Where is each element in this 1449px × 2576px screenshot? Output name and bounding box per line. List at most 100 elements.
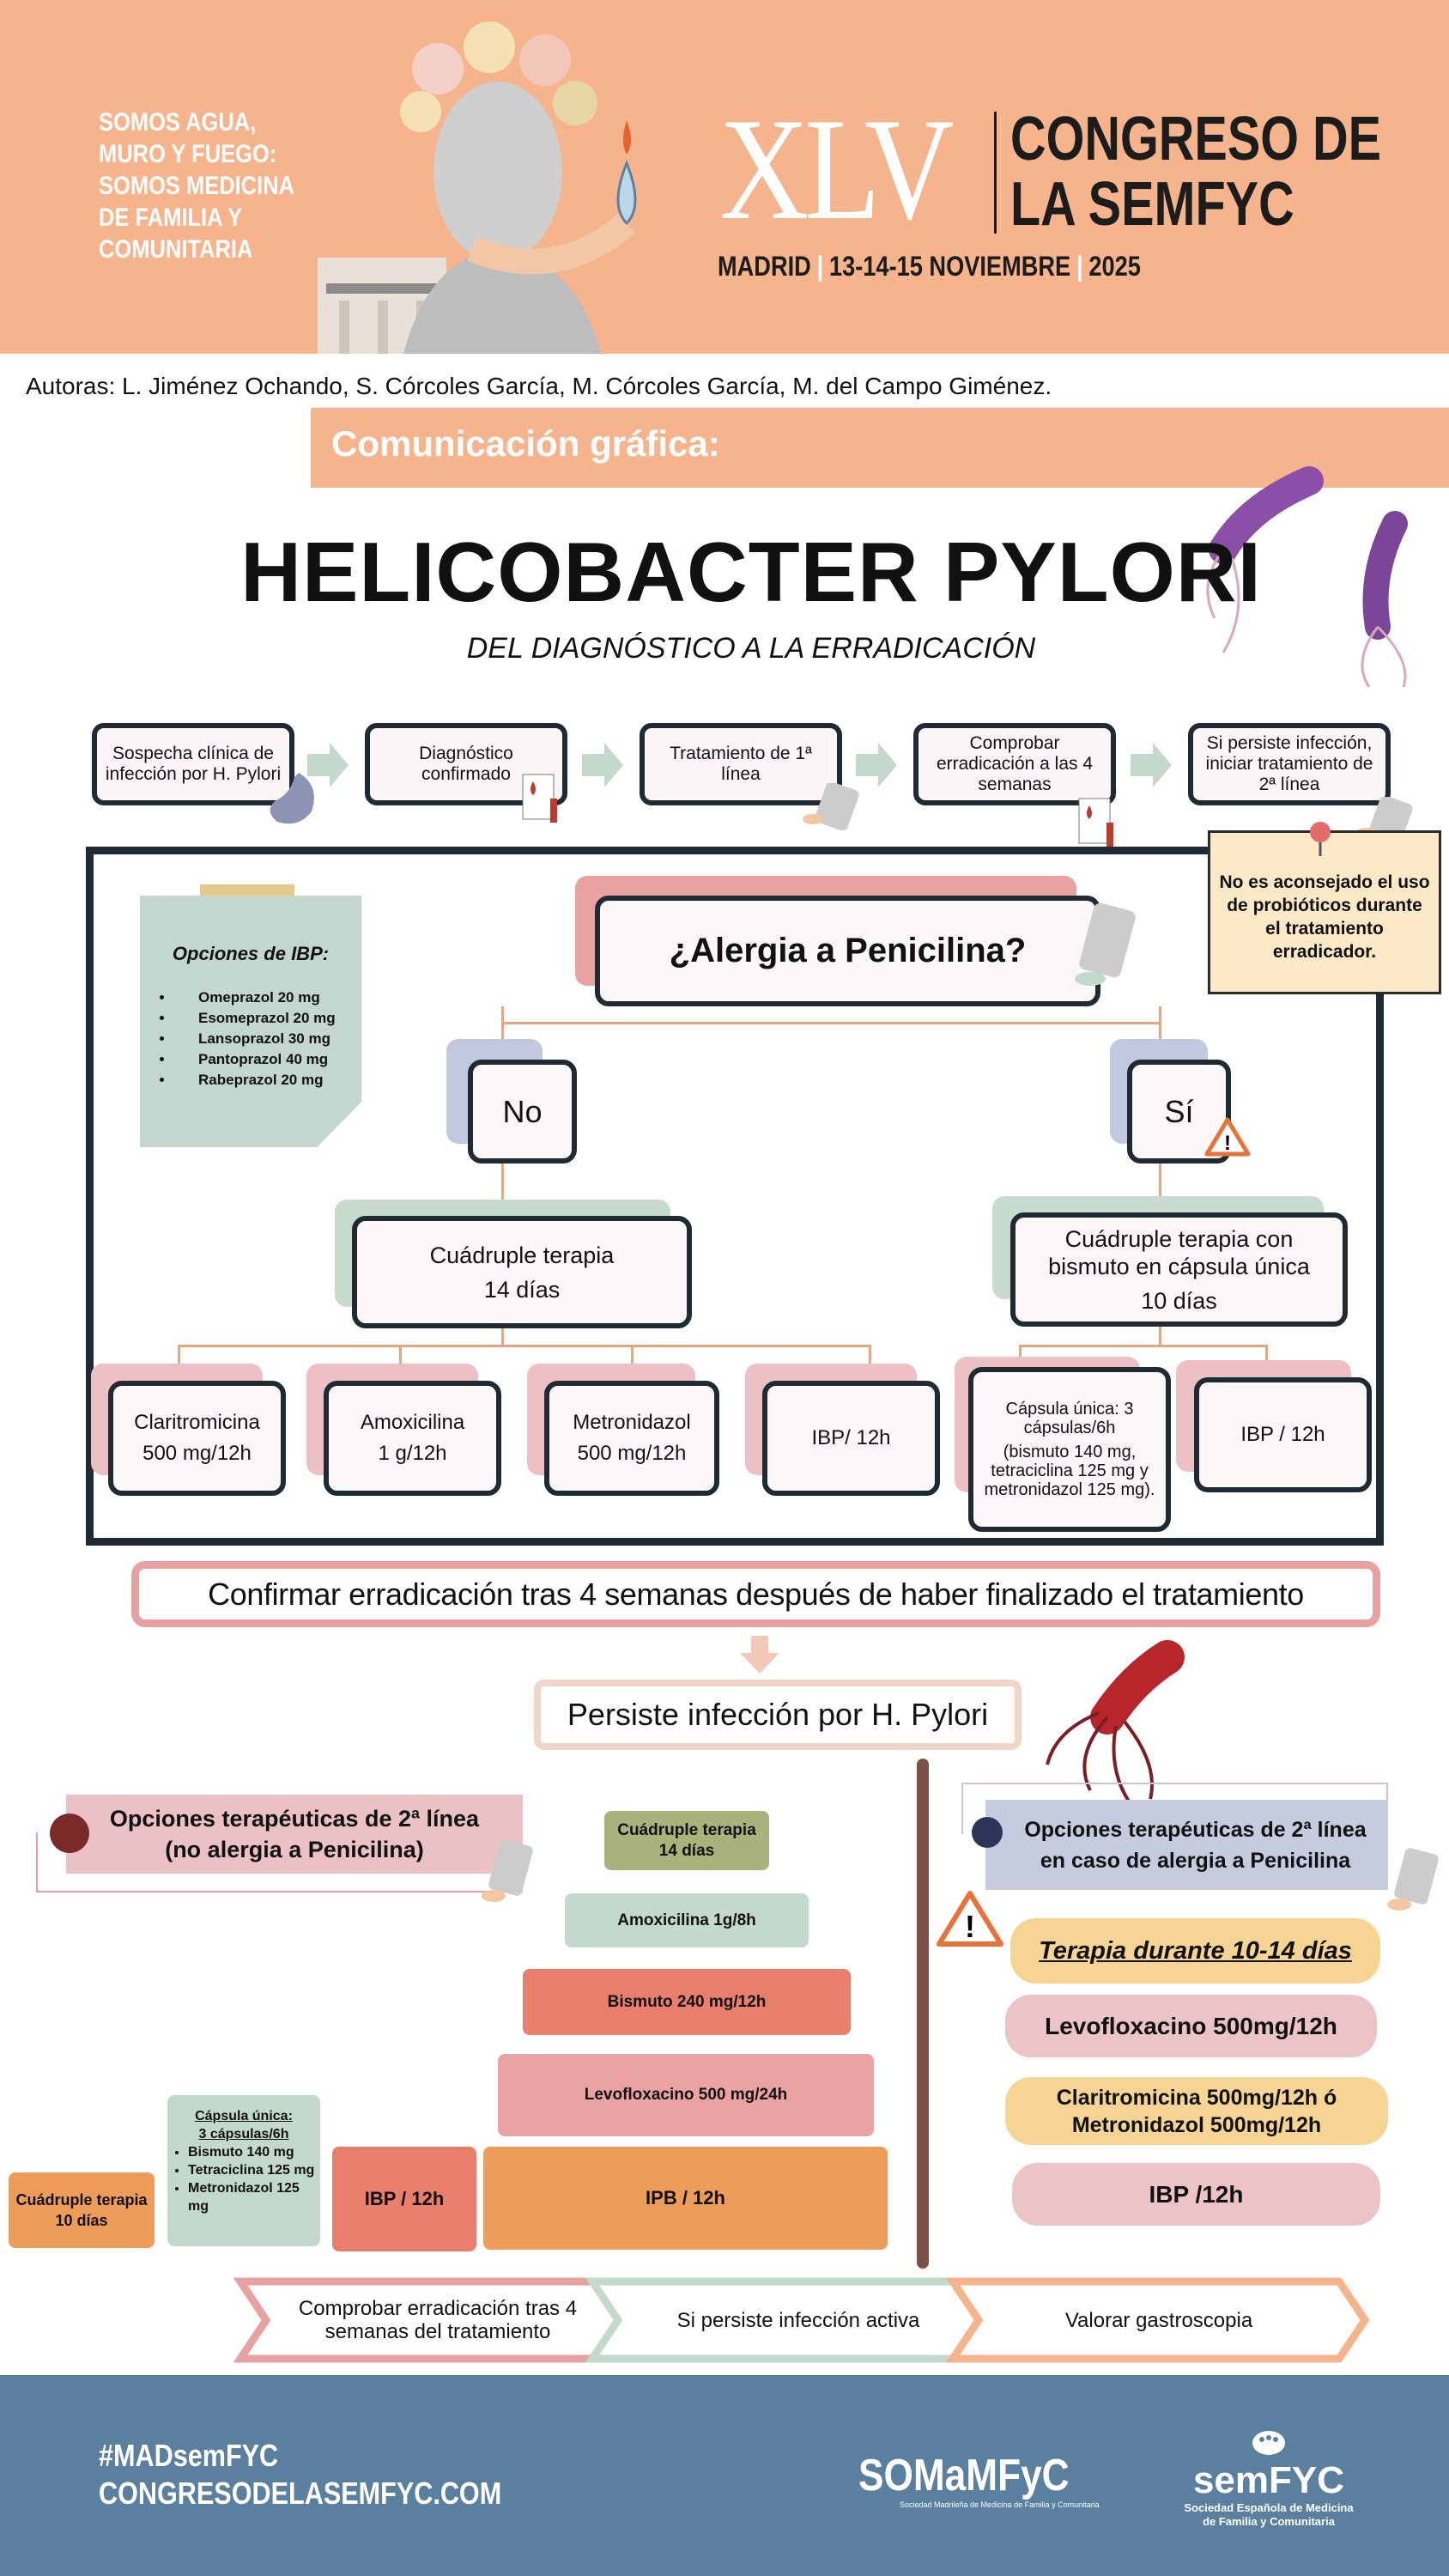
slogan-line: SOMOS MEDICINA	[99, 172, 295, 200]
drug-ibp: IBP/ 12h	[762, 1381, 940, 1496]
flow-arrow-icon	[856, 743, 897, 787]
bar-label: Cuádruple terapia	[15, 2191, 148, 2208]
divider-line	[917, 1759, 929, 2269]
slogan-line: COMUNITARIA	[99, 235, 253, 264]
persistent-infection: Persiste infección por H. Pylori	[534, 1680, 1022, 1750]
pin-icon	[1310, 822, 1331, 856]
logo-subtitle: Sociedad Madrileña de Medicina de Famili…	[900, 2500, 1100, 2509]
blood-test-icon	[522, 774, 557, 823]
warning-icon: !	[1204, 1117, 1251, 1157]
congress-date: MADRID|13-14-15 NOVIEMBRE|2025	[718, 251, 1141, 282]
heading-line: en caso de alergia a Penicilina	[1040, 1848, 1351, 1873]
connector-line	[1019, 1345, 1022, 1367]
second-line-no-allergy-heading: Opciones terapéuticas de 2ª línea (no al…	[66, 1795, 523, 1874]
ibp-options-title: Opciones de IBP:	[172, 943, 330, 964]
connector-line	[178, 1345, 180, 1370]
heading-line: Opciones terapéuticas de 2ª línea	[109, 1806, 480, 1832]
drug-ibp: IBP / 12h	[1194, 1377, 1372, 1492]
allergy-drug-ibp: IBP /12h	[1012, 2163, 1380, 2226]
first-line-treatment-frame	[86, 847, 1384, 1546]
capsule-item: Metronidazol 125 mg	[188, 2179, 315, 2215]
pills-icon	[1387, 1848, 1439, 1911]
therapy-name: Cuádruple terapia	[429, 1242, 615, 1268]
probiotic-note: No es aconsejado el uso de probióticos d…	[1208, 830, 1441, 994]
connector-line	[1265, 1345, 1268, 1370]
answer-no: No	[468, 1060, 577, 1163]
bullet-circle-icon	[972, 1817, 1003, 1848]
drug-dose: 1 g/12h	[378, 1442, 447, 1465]
slogan-line: MURO Y FUEGO:	[99, 140, 277, 168]
allergy-drug-levofloxacino: Levofloxacino 500mg/12h	[1005, 1995, 1377, 2057]
ibp-option: Rabeprazol 20 mg	[174, 1070, 361, 1091]
semfyc-emblem-icon	[1252, 2431, 1285, 2455]
ibp-option: Esomeprazol 20 mg	[174, 1008, 361, 1029]
ibp-options-note: Opciones de IBP: Omeprazol 20 mg Esomepr…	[140, 896, 361, 1147]
slogan-line: SOMOS AGUA,	[99, 108, 257, 137]
drug-line: Claritromicina 500mg/12h ó	[1056, 2085, 1337, 2110]
second-line-allergy-heading: Opciones terapéuticas de 2ª línea en cas…	[985, 1800, 1388, 1890]
drug-capsula-unica: Cápsula única: 3 cápsulas/6h (bismuto 140…	[968, 1367, 1171, 1532]
connector-line	[1159, 1327, 1161, 1346]
connector-line	[501, 1328, 504, 1346]
connector-line	[501, 1006, 504, 1060]
bar-bismuto: Bismuto 240 mg/12h	[523, 1969, 851, 2035]
semfyc-logo: semFYC Sociedad Española de Medicina de …	[1174, 2430, 1363, 2529]
ibp-option: Pantoprazol 40 mg	[174, 1049, 361, 1070]
bar-levofloxacino: Levofloxacino 500 mg/24h	[498, 2054, 874, 2136]
logo-subtitle: de Familia y Comunitaria	[1203, 2515, 1335, 2528]
website-link[interactable]: CONGRESODELASEMFYC.COM	[99, 2476, 502, 2511]
logo-subtitle: Sociedad Española de Medicina	[1184, 2501, 1354, 2514]
congress-title: CONGRESO DE LA SEMFYC	[1010, 106, 1381, 237]
heading-line: (no alergia a Penicilina)	[165, 1837, 424, 1862]
statue-illustration-icon	[318, 21, 637, 354]
edition-number: XLV	[719, 88, 955, 250]
bar-ipb: IPB / 12h	[483, 2147, 888, 2250]
stomach-icon	[270, 773, 314, 824]
header-banner: SOMOS AGUA, MURO Y FUEGO: SOMOS MEDICINA…	[0, 0, 1449, 354]
heading-frame	[36, 1832, 523, 1893]
capsule-title: 3 cápsulas/6h	[198, 2127, 289, 2142]
capsule-card: Cápsula única: 3 cápsulas/6h Bismuto 140…	[167, 2095, 320, 2246]
ibp-option: Omeprazol 20 mg	[174, 987, 361, 1008]
connector-line	[1159, 1163, 1161, 1200]
connector-line	[501, 1022, 1159, 1024]
bar-label: Cuádruple terapia	[617, 1820, 756, 1839]
connector-line	[178, 1345, 870, 1347]
flow-step-second-line: Si persiste infección, iniciar tratamien…	[1188, 723, 1391, 805]
flow-arrow-icon	[1131, 743, 1172, 787]
drug-dose: 500 mg/12h	[577, 1442, 687, 1465]
step-check-eradication: Comprobar erradicación tras 4 semanas de…	[298, 2297, 578, 2343]
connector-line	[1019, 1345, 1265, 1347]
steps-chevrons	[233, 2277, 1370, 2363]
pills-icon	[1075, 902, 1136, 986]
connector-line	[501, 1163, 504, 1200]
bar-label: 14 días	[658, 1841, 715, 1860]
bar-ibp: IBP / 12h	[332, 2147, 476, 2251]
slogan-line: DE FAMILIA Y	[99, 204, 243, 232]
drug-dose: 500 mg/12h	[142, 1442, 252, 1465]
section-label: Comunicación gráfica:	[311, 408, 1449, 488]
blood-test-icon	[1078, 798, 1113, 847]
pills-icon	[482, 1839, 533, 1902]
congress-title-line: LA SEMFYC	[1010, 170, 1294, 239]
ibp-option: Lansoprazol 30 mg	[174, 1029, 361, 1049]
capsule-item: Bismuto 140 mg	[188, 2143, 315, 2161]
drug-name: Cápsula única: 3 cápsulas/6h	[1005, 1400, 1134, 1437]
drug-dose: (bismuto 140 mg, tetraciclina 125 mg y m…	[984, 1443, 1155, 1499]
svg-text:!: !	[965, 1909, 975, 1944]
down-arrow-icon	[740, 1636, 779, 1674]
header-divider	[994, 112, 997, 234]
footer	[0, 2375, 1449, 2576]
heading-line: Opciones terapéuticas de 2ª línea	[1024, 1817, 1367, 1842]
step-persistent-infection: Si persiste infección activa	[676, 2308, 920, 2332]
authors: Autoras: L. Jiménez Ochando, S. Córcoles…	[26, 373, 1052, 399]
hashtag: #MADsemFYC	[99, 2438, 279, 2473]
poster-title: HELICOBACTER PYLORI	[240, 525, 1262, 619]
step-gastroscopy: Valorar gastroscopia	[1064, 2308, 1253, 2332]
flow-step-check: Comprobar erradicación a las 4 semanas	[913, 723, 1116, 805]
therapy-name: Cuádruple terapia con bismuto en cápsula…	[1048, 1225, 1310, 1279]
